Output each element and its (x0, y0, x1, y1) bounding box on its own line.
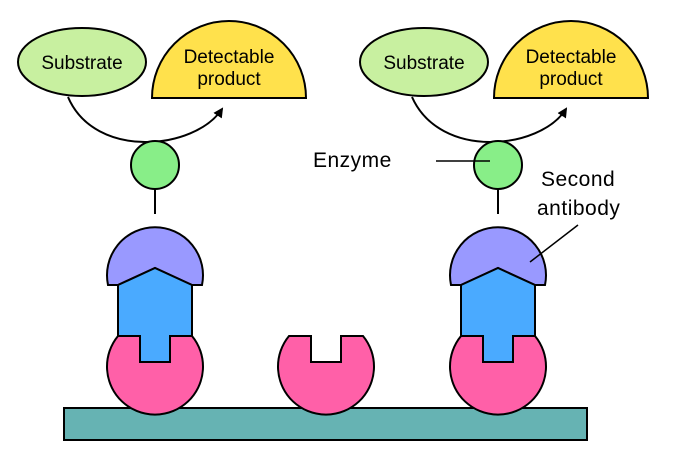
substrate-label: Substrate (41, 53, 122, 74)
enzyme-circle (130, 140, 180, 190)
product-label-line1: Detectable (184, 47, 275, 68)
reaction-arrow (67, 96, 224, 143)
capture-antibody-unbound (277, 335, 375, 416)
left-assembly: Substrate Detectable product (17, 20, 308, 416)
detectable-product-shape (492, 20, 650, 99)
product-label-line2: product (197, 69, 261, 90)
right-assembly: Substrate Detectable product (359, 20, 650, 416)
second-antibody-callout-line1: Second (541, 168, 615, 191)
second-antibody-leader-line (529, 224, 579, 263)
capture-antibody-shape (106, 335, 204, 416)
substrate-label: Substrate (383, 53, 464, 74)
enzyme-circle (473, 140, 523, 190)
product-label-line1: Detectable (526, 47, 617, 68)
second-antibody-shape (449, 226, 547, 286)
reaction-arrow (411, 96, 568, 143)
second-antibody-shape (106, 226, 204, 286)
capture-antibody-shape (449, 335, 547, 416)
second-antibody-callout-line2: antibody (537, 197, 620, 220)
substrate-ellipse (17, 27, 147, 97)
enzyme-callout-label: Enzyme (313, 149, 392, 172)
product-label-line2: product (539, 69, 603, 90)
substrate-ellipse (359, 27, 489, 97)
detectable-product-shape (150, 20, 308, 99)
